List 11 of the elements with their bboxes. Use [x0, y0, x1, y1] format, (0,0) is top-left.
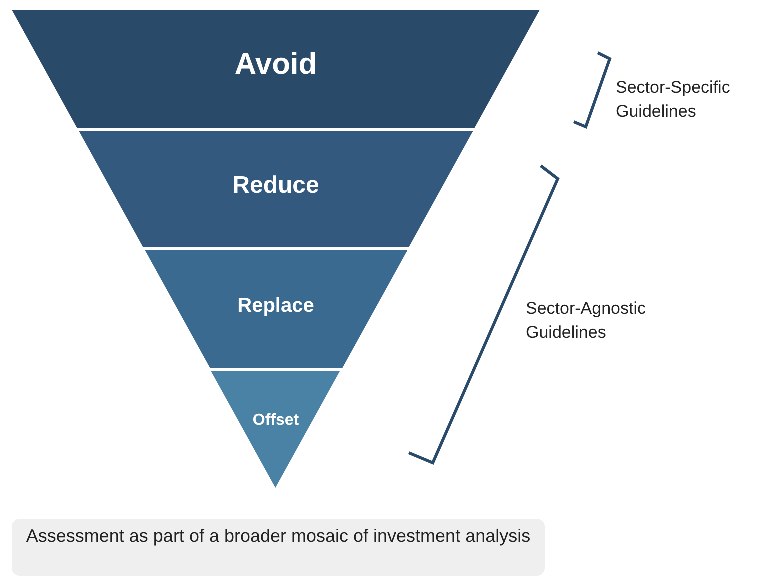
level-label: Reduce: [232, 172, 320, 200]
funnel-band: [144, 250, 408, 368]
funnel-band: [78, 131, 474, 247]
level-label: Replace: [236, 295, 316, 318]
bracket-label: Sector-Specific Guidelines: [616, 77, 732, 123]
funnel-band: [211, 371, 341, 488]
bracket-label: Sector-Agnostic Guidelines: [526, 298, 647, 344]
level-label: Offset: [252, 412, 300, 430]
funnel-band: [12, 10, 540, 128]
note-text: Assessment as part of a broader mosaic of investment analysis: [25, 525, 532, 548]
level-label: Avoid: [234, 48, 318, 82]
